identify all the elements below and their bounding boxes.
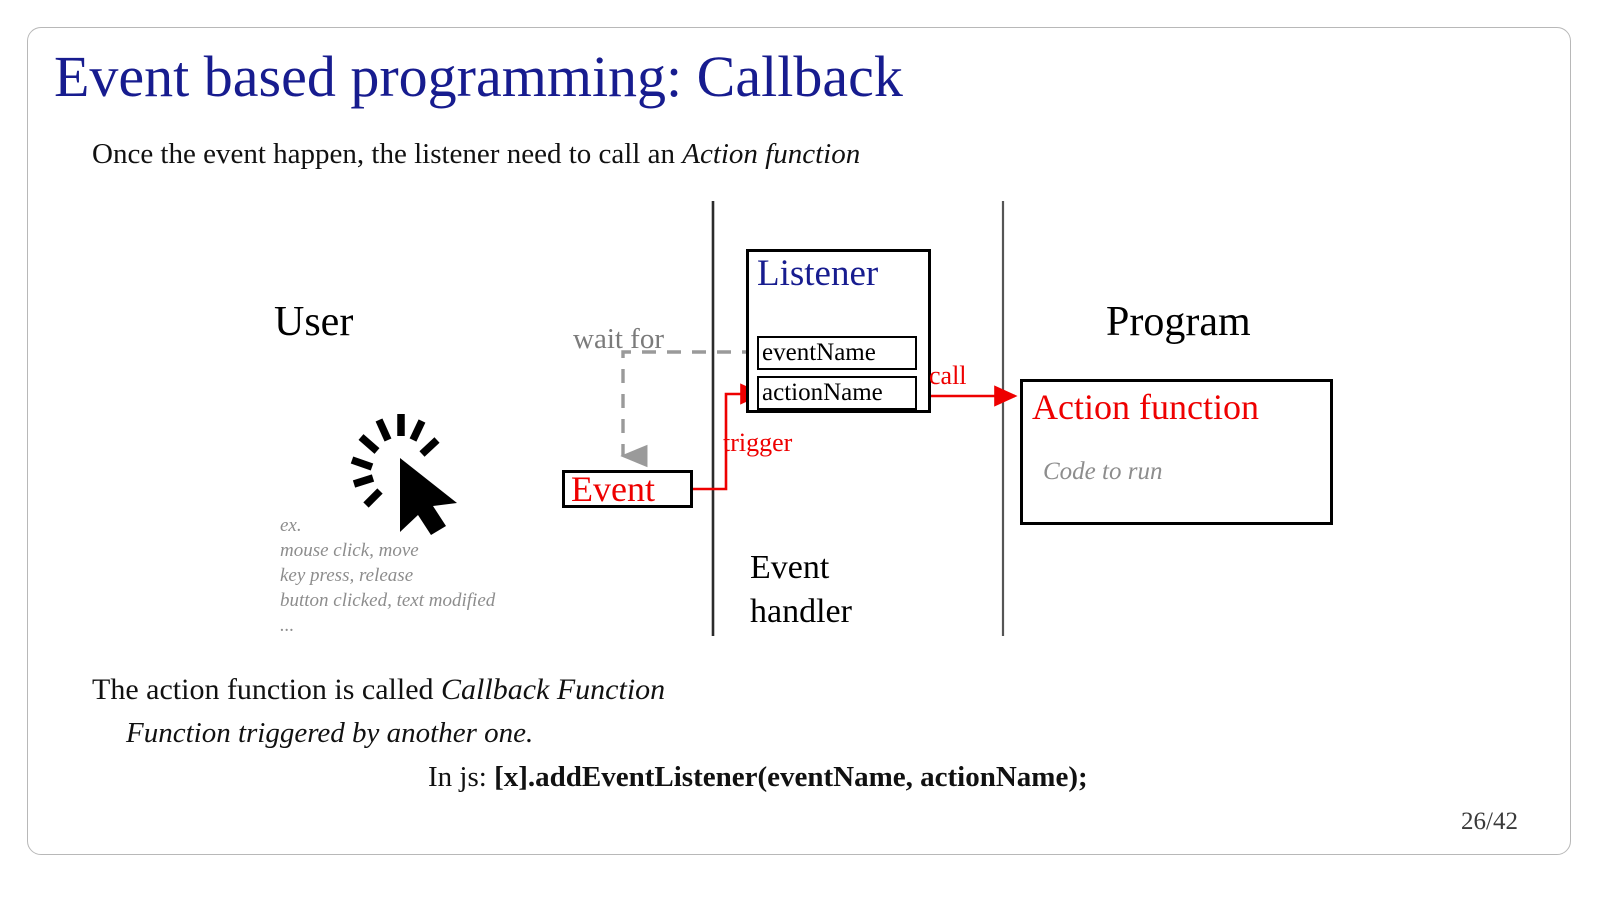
user-example-item: ...	[280, 615, 295, 637]
page-title: Event based programming: Callback	[54, 44, 903, 109]
click-cursor-icon	[350, 414, 457, 535]
column-heading-event-handler: Event handler	[750, 546, 852, 633]
column-heading-user: User	[274, 299, 354, 345]
slide-canvas: Event based programming: Callback Once t…	[27, 27, 1571, 855]
code-example-snippet: [x].addEventListener(eventName, actionNa…	[494, 761, 1088, 793]
user-example-item: key press, release	[280, 565, 414, 587]
conclusion-line-2: Function triggered by another one.	[126, 717, 534, 749]
intro-sentence: Once the event happen, the listener need…	[92, 138, 860, 171]
event-box: Event	[562, 469, 693, 509]
listener-box: Listener eventName actionName	[746, 249, 931, 413]
listener-title: Listener	[757, 253, 879, 294]
column-heading-program: Program	[1106, 299, 1251, 345]
listener-field-eventname: eventName	[757, 336, 917, 370]
edge-label-trigger: trigger	[723, 428, 793, 457]
event-handler-label-line1: Event	[750, 549, 830, 586]
edge-label-call: call	[929, 361, 967, 390]
user-examples-list: ex. mouse click, move key press, release…	[280, 513, 495, 638]
conclusion-line-1-text: The action function is called	[92, 673, 442, 706]
event-handler-label-line2: handler	[750, 592, 852, 630]
edge-label-wait-for: wait for	[573, 323, 664, 355]
action-function-body: Code to run	[1043, 458, 1163, 485]
action-function-title: Action function	[1032, 387, 1259, 427]
intro-sentence-emphasis: Action function	[682, 138, 861, 170]
event-box-label: Event	[571, 469, 655, 509]
code-example-line: In js: [x].addEventListener(eventName, a…	[428, 761, 1088, 794]
user-example-item: ex.	[280, 515, 302, 536]
page-number: 26/42	[1461, 808, 1518, 835]
intro-sentence-text: Once the event happen, the listener need…	[92, 138, 683, 170]
user-example-item: button clicked, text modified	[280, 590, 496, 612]
code-example-prefix: In js:	[428, 761, 495, 793]
listener-field-actionname: actionName	[757, 376, 917, 410]
action-function-box: Action function Code to run	[1020, 379, 1333, 525]
conclusion-line-1: The action function is called Callback F…	[92, 673, 665, 707]
user-example-item: mouse click, move	[280, 540, 419, 562]
conclusion-line-1-emphasis: Callback Function	[441, 673, 666, 706]
